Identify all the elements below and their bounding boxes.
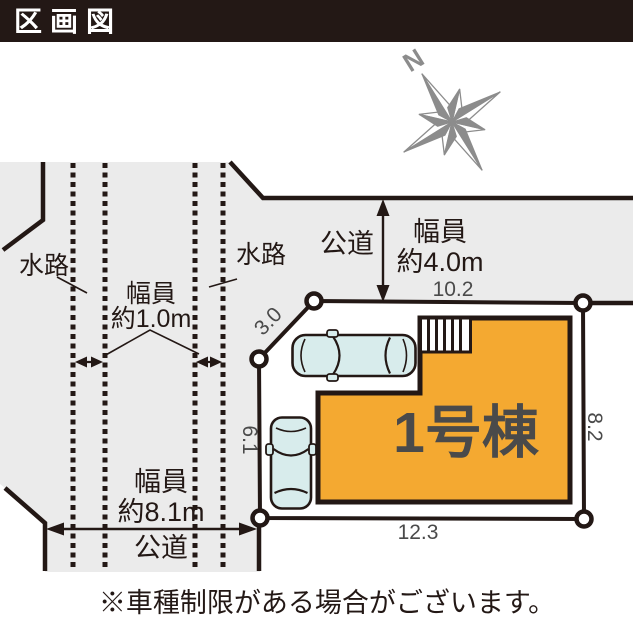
- plot-corner-marker: [574, 509, 594, 529]
- waterway-width-label-line2: 約1.0m: [111, 305, 192, 333]
- plot-corner-marker: [249, 349, 269, 369]
- car-top-view-horizontal-icon: [291, 329, 417, 382]
- road-top-label: 公道: [320, 229, 374, 259]
- callout-line: [56, 276, 88, 294]
- road-boundary-top: [228, 160, 633, 201]
- waterway-width-arrow-right: [196, 356, 222, 368]
- plot-corner-marker: [573, 293, 593, 313]
- building-label: 1号棟: [393, 401, 540, 465]
- road-left-label: 公道: [134, 533, 188, 563]
- waterway-label-left: 水路: [19, 252, 69, 280]
- waterway-width-arrow-left: [75, 356, 103, 368]
- plot-dim-left: 6.1: [238, 425, 261, 454]
- callout-line: [103, 329, 200, 357]
- plot-corner-marker: [250, 508, 270, 528]
- compass-north-label: N: [397, 42, 429, 77]
- page-title: 区画図: [14, 6, 122, 37]
- plot-dim-top: 10.2: [433, 278, 474, 301]
- road-left-width-arrow: [46, 522, 257, 536]
- car-top-view-vertical-icon: [265, 416, 317, 510]
- stairs-icon: [419, 316, 472, 354]
- road-left-width-label-line1: 幅員: [134, 467, 188, 497]
- header-bar: [0, 0, 633, 42]
- road-top-width-label-line1: 幅員: [413, 217, 467, 247]
- plot-dim-right: 8.2: [583, 412, 606, 441]
- road-area: [0, 162, 633, 572]
- waterway-width-label-line1: 幅員: [126, 280, 176, 308]
- road-left-width-label-line2: 約8.1m: [117, 497, 204, 527]
- note-text: ※車種制限がある場合がございます。: [99, 588, 555, 618]
- callout-line: [208, 278, 238, 288]
- road-top-width-label-line2: 約4.0m: [396, 247, 483, 277]
- plot-corner-marker: [304, 291, 324, 311]
- road-top-width-arrow: [376, 199, 390, 302]
- road-boundary-left-lower: [3, 486, 48, 571]
- road-boundary-left-upper: [1, 162, 46, 252]
- compass-rose-icon: N: [397, 42, 501, 171]
- waterway-label-right: 水路: [236, 241, 286, 269]
- plot-dim-bottom: 12.3: [398, 521, 439, 544]
